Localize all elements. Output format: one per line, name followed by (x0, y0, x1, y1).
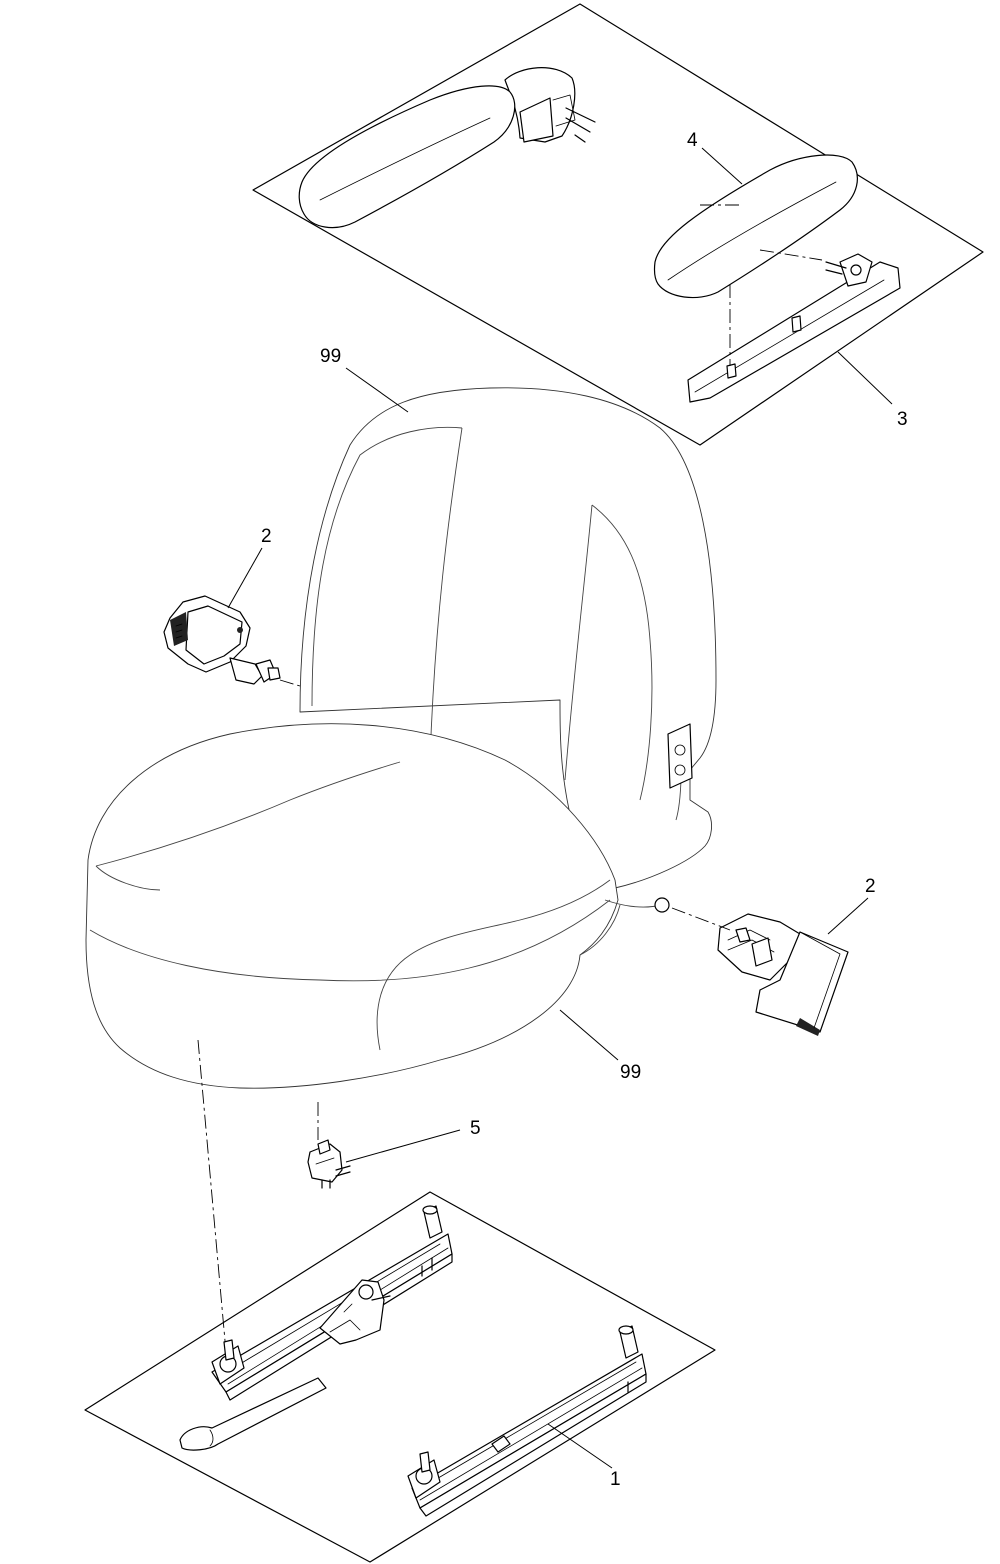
seat-belt-buckle-left (163, 595, 301, 687)
leader-3 (837, 351, 893, 405)
right-armrest (653, 154, 858, 299)
callout-4: 4 (687, 130, 698, 151)
callout-3: 3 (897, 409, 908, 430)
seat-back-adjuster (667, 723, 693, 789)
callout-2-right: 2 (865, 876, 876, 897)
leader-2-right (827, 897, 869, 935)
seat-switch (307, 1102, 351, 1189)
seat-track-kit-group (84, 1191, 716, 1563)
armrest-kit-panel (252, 3, 984, 446)
leader-99-top (345, 367, 409, 413)
leader-1 (547, 1423, 613, 1469)
leader-99-bottom (559, 1009, 619, 1061)
callout-1: 1 (610, 1469, 621, 1490)
leader-lines (227, 147, 893, 1469)
seat-back (299, 387, 717, 889)
callout-labels: 99 4 3 2 2 99 5 1 (261, 130, 908, 1490)
callout-99-bottom: 99 (620, 1062, 641, 1083)
callout-99-top: 99 (320, 346, 341, 367)
seat-belt-retractor-right (671, 907, 849, 1036)
left-seat-rail (179, 1205, 453, 1451)
leader-2-left (227, 547, 263, 609)
left-armrest (298, 67, 596, 229)
leader-4 (701, 147, 743, 185)
armrest-bracket (687, 253, 901, 403)
armrest-kit-group (252, 3, 984, 446)
callout-2-left: 2 (261, 526, 272, 547)
right-seat-rail (407, 1325, 647, 1517)
seat-assembly (85, 387, 717, 1089)
callout-5: 5 (470, 1118, 481, 1139)
seat-cushion (85, 723, 619, 1089)
leader-5 (345, 1129, 461, 1163)
seat-track-kit-panel (84, 1191, 716, 1563)
